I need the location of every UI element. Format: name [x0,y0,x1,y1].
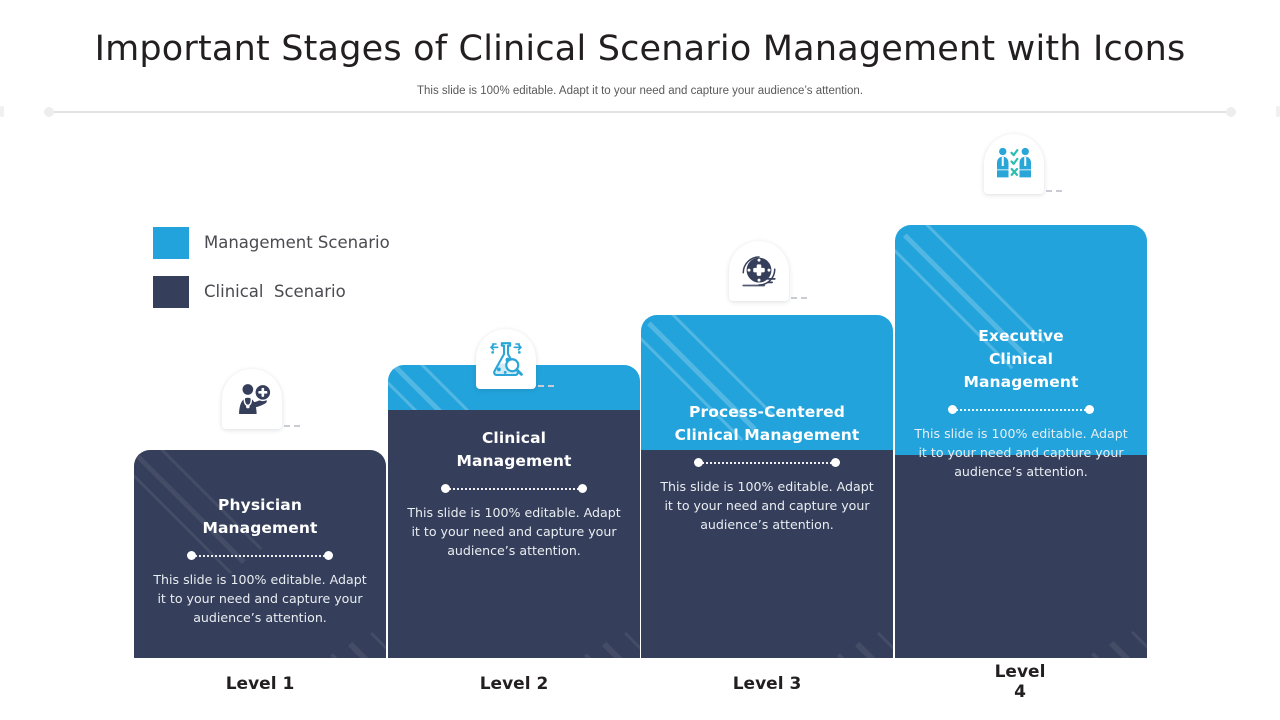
legend-item-management-scenario[interactable]: Management Scenario [153,218,390,267]
medical-cross-disc-icon [729,241,789,301]
bar-segment-clinical-level-4 [895,455,1147,658]
bar-segment-clinical-level-1 [134,450,386,658]
bar-title-level-3: Process-Centered Clinical Management [674,403,860,444]
divider-dot-start [441,483,450,493]
bar-level-2[interactable]: Clinical Management This slide is 100% e… [388,365,640,658]
stage-icon-level-2[interactable] [476,329,554,389]
page-subtitle: This slide is 100% editable. Adapt it to… [416,85,864,97]
icon-baseline-dash [1046,190,1062,192]
legend-swatch-clinical-scenario [153,275,189,308]
icon-baseline-dash [538,385,554,387]
stage-icon-level-3[interactable] [729,241,807,301]
divider-dot-right [1226,107,1236,117]
legend-swatch-management-scenario [153,226,189,259]
axis-label-level-3: Level 3 [732,674,802,694]
bar-level-3[interactable]: Process-Centered Clinical Management Thi… [641,315,893,658]
bar-segment-management-level-3 [641,315,893,450]
legend-label-management-scenario: Management Scenario [204,233,390,252]
divider-dot-end [1085,404,1094,414]
bar-divider-level-4 [948,403,1094,417]
axis-label-level-1: Level 1 [225,674,295,694]
divider-dot-start [948,404,957,414]
divider-dot-start [187,550,196,560]
divider-dot-end [324,550,333,560]
divider-dot-left [44,107,54,117]
bar-divider-level-3 [694,456,840,470]
bar-segment-management-level-4 [895,225,1147,455]
bar-title-level-4: Executive Clinical Management [963,327,1079,391]
bar-level-1[interactable]: Physician Management This slide is 100% … [134,450,386,658]
divider-dot-start [694,457,703,467]
bar-title-level-1: Physician Management [202,496,318,537]
divider-edge-left [0,106,4,117]
bar-divider-level-1 [187,549,333,563]
header-divider [0,105,1280,119]
bar-level-4[interactable]: Executive Clinical Management This slide… [895,225,1147,658]
legend-label-clinical-scenario: Clinical Scenario [204,282,346,301]
bar-divider-level-2 [441,482,587,496]
icon-baseline-dash [791,297,807,299]
flask-magnifier-icon [476,329,536,389]
bar-content-level-3: Process-Centered Clinical Management Thi… [641,401,893,534]
divider-dotted-line [702,461,832,464]
people-check-cross-icon [984,134,1044,194]
bar-segment-clinical-level-3 [641,450,893,658]
bar-body-level-1: This slide is 100% editable. Adapt it to… [153,571,367,626]
divider-edge-right [1276,106,1280,117]
bar-body-level-4: This slide is 100% editable. Adapt it to… [914,425,1128,480]
icon-baseline-dash [284,425,300,427]
bar-title-level-2: Clinical Management [456,429,572,470]
axis-label-level-4: Level 4 [994,662,1046,702]
bar-content-level-2: Clinical Management This slide is 100% e… [388,427,640,560]
legend-item-clinical-scenario[interactable]: Clinical Scenario [153,267,390,316]
divider-dot-end [578,483,587,493]
page-title: Important Stages of Clinical Scenario Ma… [94,29,1186,69]
bar-body-level-2: This slide is 100% editable. Adapt it to… [407,504,621,559]
divider-rule [48,111,1232,113]
bar-content-level-1: Physician Management This slide is 100% … [134,494,386,627]
stage-icon-level-4[interactable] [984,134,1062,194]
bar-content-level-4: Executive Clinical Management This slide… [895,325,1147,481]
divider-dotted-line [956,408,1086,411]
physician-add-icon [222,369,282,429]
divider-dotted-line [449,487,579,490]
divider-dot-end [831,457,840,467]
stage-icon-level-1[interactable] [222,369,300,429]
axis-label-level-2: Level 2 [479,674,549,694]
legend: Management Scenario Clinical Scenario [153,218,390,316]
divider-dotted-line [195,554,325,557]
bar-body-level-3: This slide is 100% editable. Adapt it to… [660,478,874,533]
bar-segment-clinical-level-2 [388,410,640,658]
